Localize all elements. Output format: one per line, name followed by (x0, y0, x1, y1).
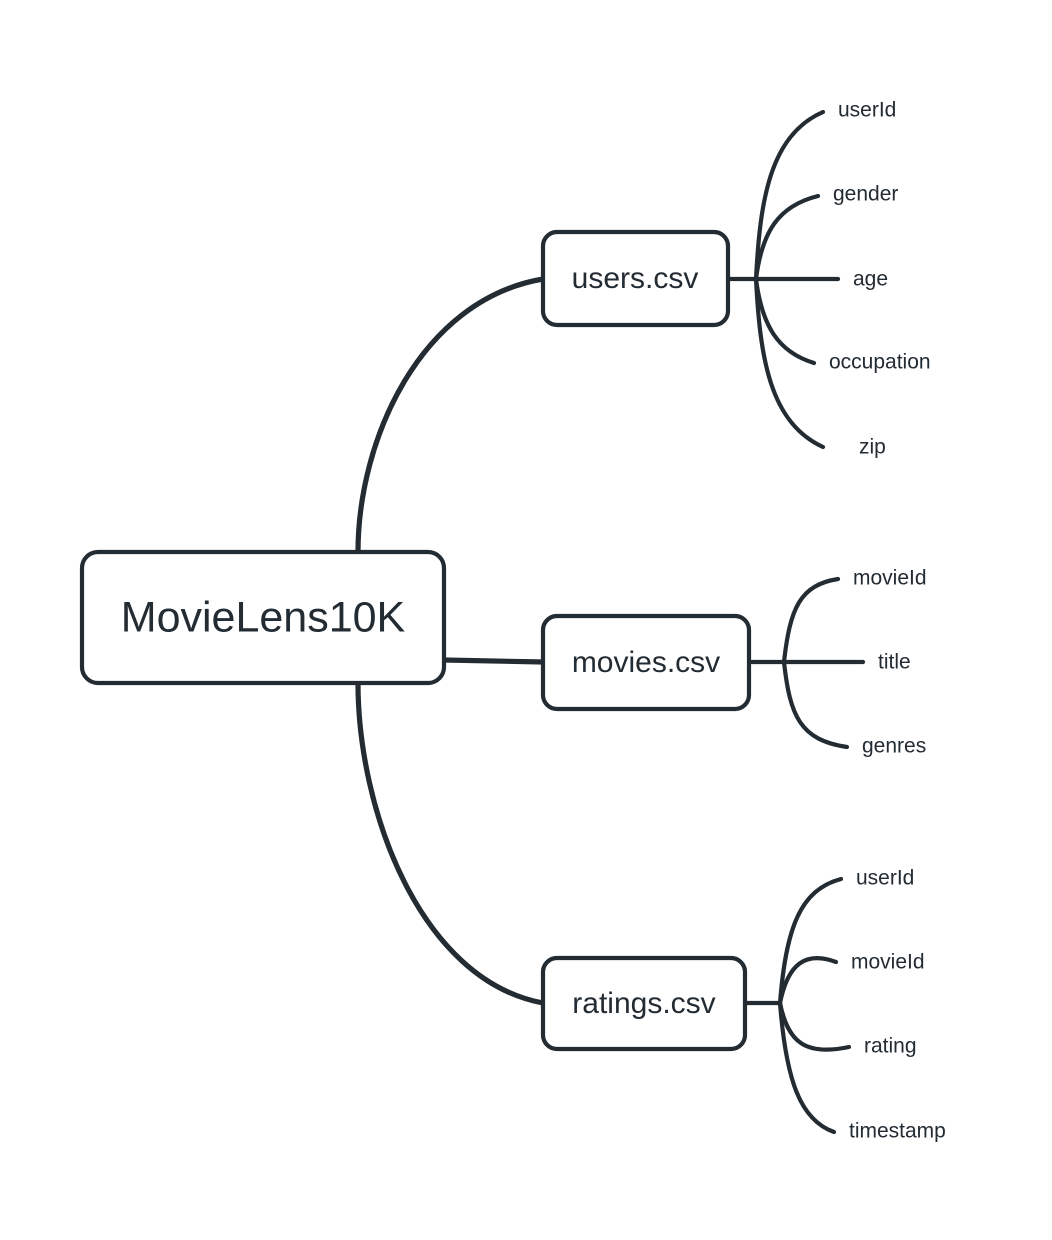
leaf-users-occupation: occupation (829, 351, 931, 374)
leaf-users-userid: userId (838, 99, 896, 122)
node-movies-csv[interactable] (540, 613, 752, 712)
edge-ratings-userid (777, 876, 844, 1006)
leaf-ratings-rating: rating (864, 1035, 917, 1058)
node-users-csv[interactable] (540, 229, 731, 328)
edge-movies-genres (781, 659, 850, 750)
edge-users-zip (753, 276, 826, 450)
leaf-movies-movieid: movieId (853, 567, 927, 590)
node-ratings-csv-label: ratings.csv (572, 987, 715, 1020)
branch-users[interactable]: users.csv userId gender age occupation z… (540, 99, 931, 459)
leaf-ratings-movieid: movieId (851, 951, 925, 974)
edge-users-gender (753, 193, 821, 282)
edge-ratings-rating (777, 1000, 852, 1052)
edge-users-userid (753, 109, 826, 282)
branch-movies[interactable]: movies.csv movieId title genres (540, 567, 927, 758)
leaf-movies-genres: genres (862, 735, 926, 758)
edge-root-to-movies (441, 657, 546, 665)
edge-root-to-users (355, 276, 546, 555)
edge-movies-movieid (781, 576, 841, 665)
edge-root-to-ratings (355, 680, 546, 1006)
edge-ratings-timestamp (777, 1000, 837, 1135)
leaf-ratings-userid: userId (856, 867, 914, 890)
leaf-movies-title: title (878, 651, 911, 674)
leaf-users-zip: zip (859, 436, 886, 459)
node-root-label: MovieLens10K (121, 593, 406, 641)
leaf-users-age: age (853, 268, 888, 291)
branch-ratings[interactable]: ratings.csv userId movieId rating timest… (540, 867, 946, 1143)
node-users-csv-label: users.csv (572, 262, 699, 295)
node-ratings-csv[interactable] (540, 955, 748, 1052)
root-node-group[interactable]: MovieLens10K (79, 549, 447, 686)
root-connectors (355, 276, 546, 1006)
edge-ratings-movieid (777, 956, 839, 1006)
leaf-ratings-timestamp: timestamp (849, 1120, 946, 1143)
leaf-users-gender: gender (833, 183, 898, 206)
node-root[interactable] (79, 549, 447, 686)
node-movies-csv-label: movies.csv (572, 646, 720, 679)
